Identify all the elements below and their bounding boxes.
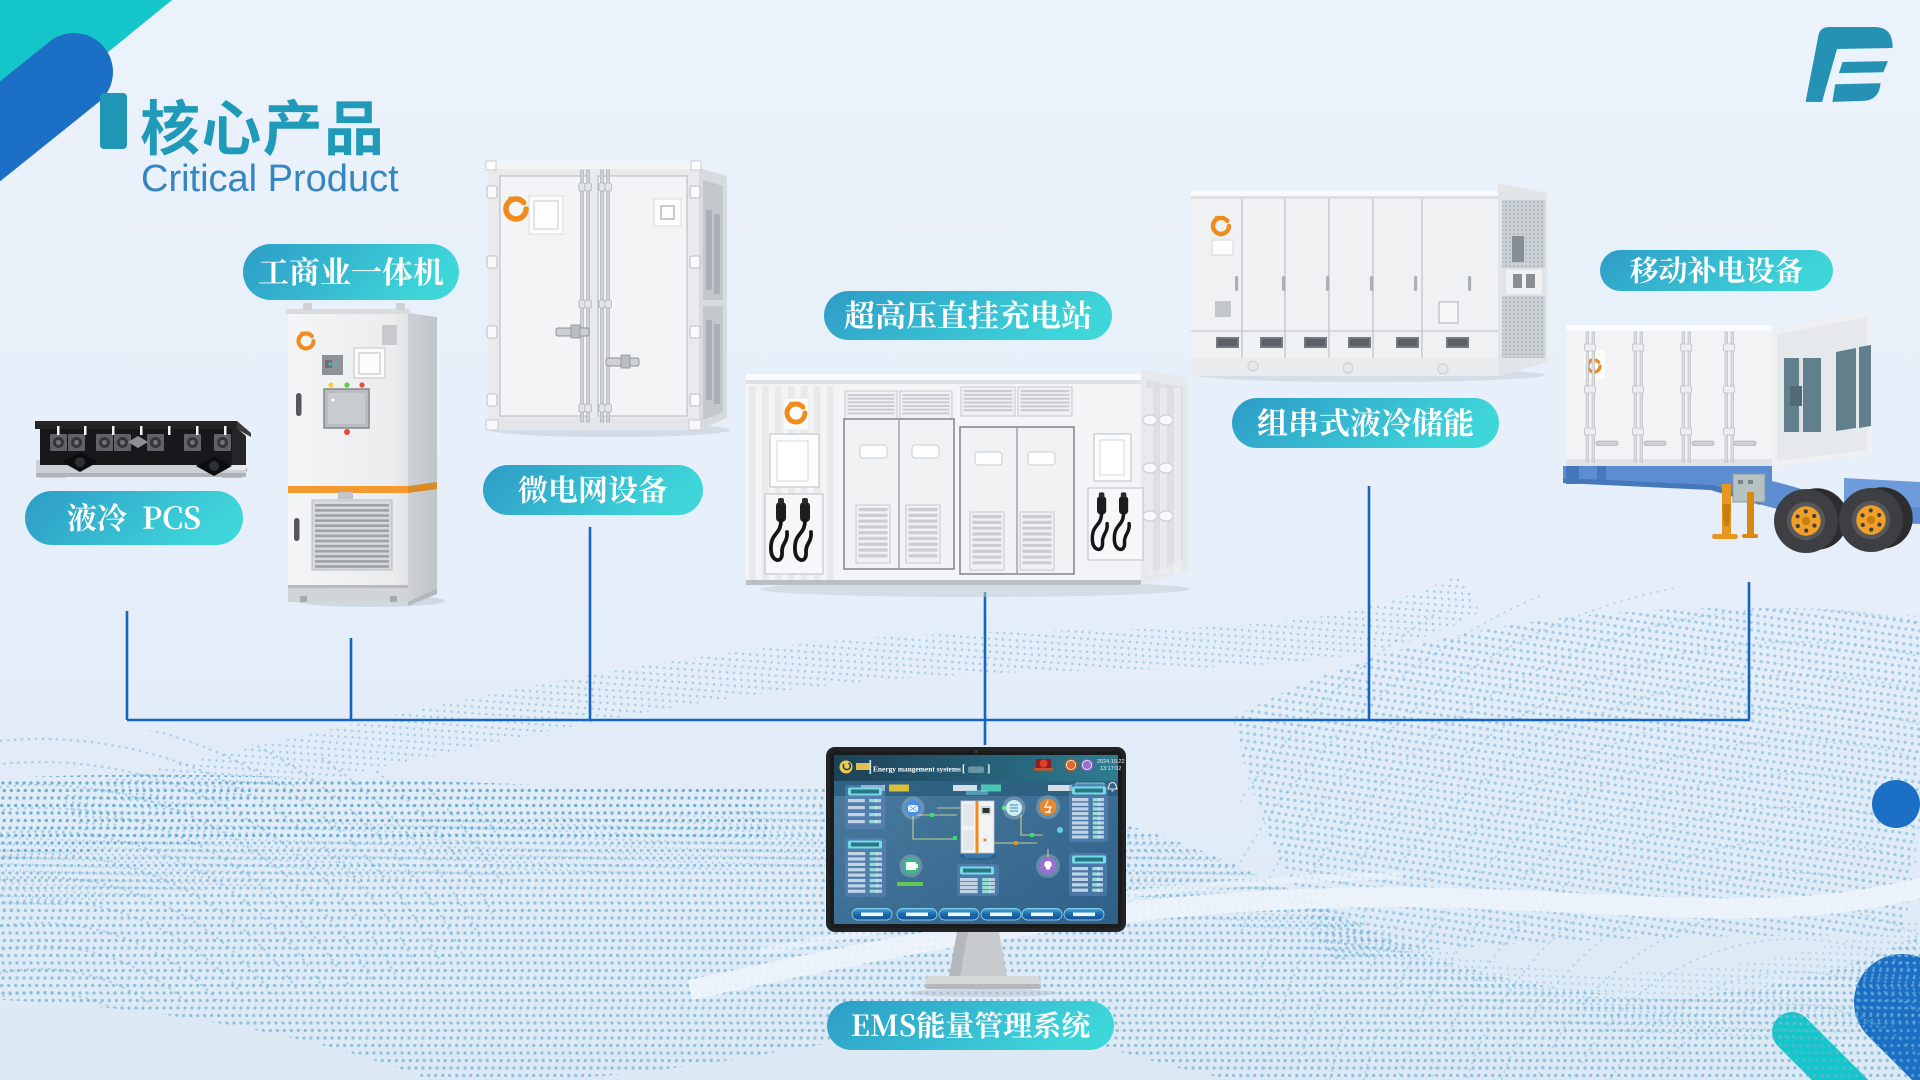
svg-text:[: [ bbox=[962, 764, 965, 775]
svg-text:Critical Product: Critical Product bbox=[141, 158, 399, 200]
svg-text:]: ] bbox=[987, 764, 990, 775]
svg-text:13:17:02: 13:17:02 bbox=[1100, 766, 1121, 772]
svg-text:Energy mangement systems: Energy mangement systems bbox=[873, 765, 961, 774]
svg-text:2024.10.22: 2024.10.22 bbox=[1097, 759, 1125, 765]
